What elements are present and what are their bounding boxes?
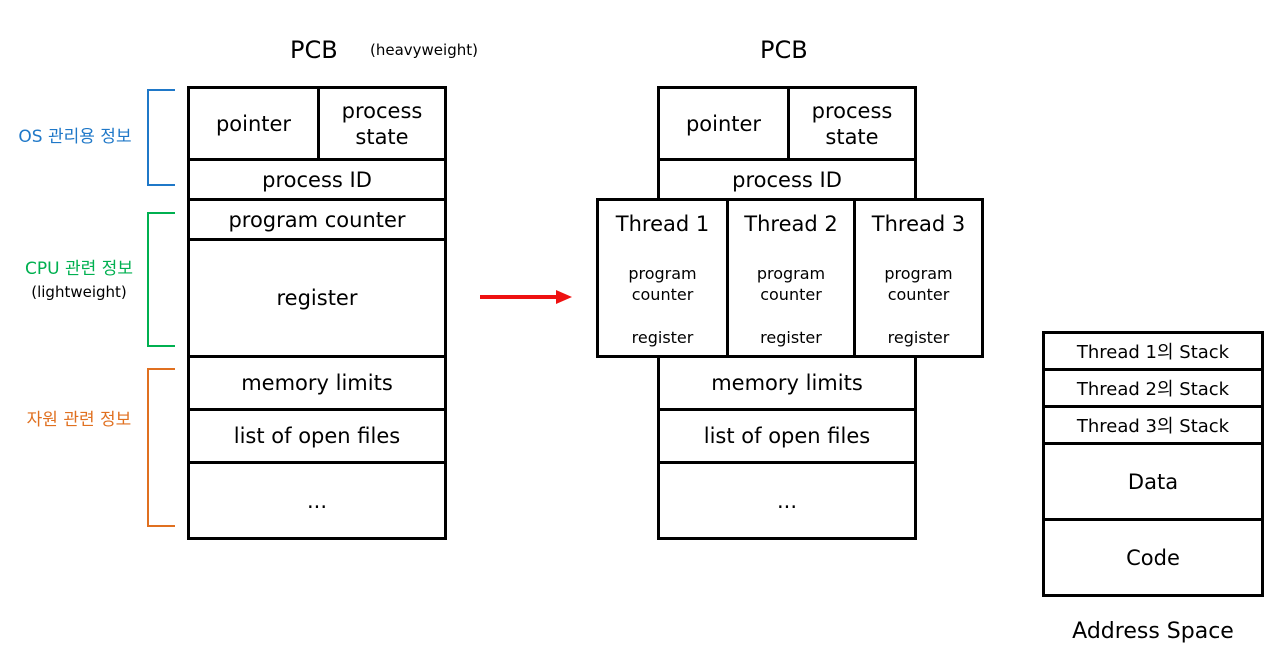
- cpu-info-label: CPU 관련 정보: [25, 259, 133, 279]
- left-pointer-label: pointer: [215, 111, 292, 136]
- left-program-counter-label: program counter: [228, 207, 406, 232]
- resource-info-bracket: [147, 368, 175, 527]
- right-ellipsis-cell: ...: [657, 461, 917, 540]
- left-open-files-cell: list of open files: [187, 408, 447, 464]
- left-process-state-label: process state: [341, 98, 423, 149]
- thread-2-stack-cell: Thread 2의 Stack: [1042, 368, 1264, 408]
- right-memory-limits-label: memory limits: [711, 371, 863, 395]
- thread-3-stack-label: Thread 3의 Stack: [1076, 416, 1230, 437]
- left-process-state-cell: process state: [317, 86, 447, 161]
- left-ellipsis-label: ...: [306, 488, 328, 513]
- os-info-label: OS 관리용 정보: [18, 126, 132, 147]
- right-process-id-label: process ID: [732, 167, 842, 192]
- right-memory-limits-cell: memory limits: [657, 355, 917, 411]
- left-memory-limits-label: memory limits: [241, 371, 393, 395]
- thread-3-program-counter: program counter: [884, 264, 953, 304]
- thread-3-title: Thread 3: [871, 212, 966, 236]
- right-open-files-label: list of open files: [703, 424, 871, 448]
- left-pcb-title: PCB: [290, 36, 338, 64]
- left-memory-limits-cell: memory limits: [187, 355, 447, 411]
- address-space-title: Address Space: [1072, 618, 1234, 644]
- resource-info-label: 자원 관련 정보: [26, 409, 132, 430]
- right-process-state-label: process state: [811, 98, 893, 149]
- right-process-state-cell: process state: [787, 86, 917, 161]
- right-open-files-cell: list of open files: [657, 408, 917, 464]
- thread-1-program-counter: program counter: [628, 264, 697, 304]
- thread-1-stack-cell: Thread 1의 Stack: [1042, 331, 1264, 371]
- right-pointer-label: pointer: [685, 111, 762, 136]
- left-register-cell: register: [187, 238, 447, 358]
- right-process-id-cell: process ID: [657, 158, 917, 201]
- left-pcb-heavyweight-note: (heavyweight): [370, 41, 478, 59]
- left-open-files-label: list of open files: [233, 424, 401, 448]
- left-ellipsis-cell: ...: [187, 461, 447, 540]
- thread-1-stack-label: Thread 1의 Stack: [1076, 342, 1230, 363]
- left-process-id-cell: process ID: [187, 158, 447, 201]
- thread-2-stack-label: Thread 2의 Stack: [1076, 379, 1230, 400]
- thread-1-register: register: [631, 328, 694, 347]
- thread-2-title: Thread 2: [744, 212, 838, 236]
- right-ellipsis-label: ...: [776, 488, 798, 513]
- thread-3-register: register: [887, 328, 950, 347]
- data-segment-label: Data: [1127, 469, 1179, 494]
- thread-2-program-counter: program counter: [756, 264, 826, 304]
- transition-arrow-icon: [480, 290, 572, 304]
- thread-1-block: Thread 1 program counter register: [596, 198, 729, 358]
- left-process-id-label: process ID: [262, 167, 372, 192]
- right-pointer-cell: pointer: [657, 86, 790, 161]
- os-info-bracket: [147, 89, 175, 186]
- data-segment-cell: Data: [1042, 442, 1264, 521]
- thread-3-block: Thread 3 program counter register: [853, 198, 984, 358]
- cpu-info-bracket: [147, 212, 175, 347]
- code-segment-label: Code: [1126, 545, 1180, 570]
- thread-2-block: Thread 2 program counter register: [726, 198, 856, 358]
- left-register-label: register: [276, 286, 358, 310]
- left-pointer-cell: pointer: [187, 86, 320, 161]
- thread-2-register: register: [760, 328, 822, 347]
- code-segment-cell: Code: [1042, 518, 1264, 597]
- right-pcb-title: PCB: [760, 36, 808, 64]
- thread-1-title: Thread 1: [615, 212, 710, 236]
- thread-3-stack-cell: Thread 3의 Stack: [1042, 405, 1264, 445]
- cpu-info-lightweight-note: (lightweight): [31, 283, 127, 301]
- left-program-counter-cell: program counter: [187, 198, 447, 241]
